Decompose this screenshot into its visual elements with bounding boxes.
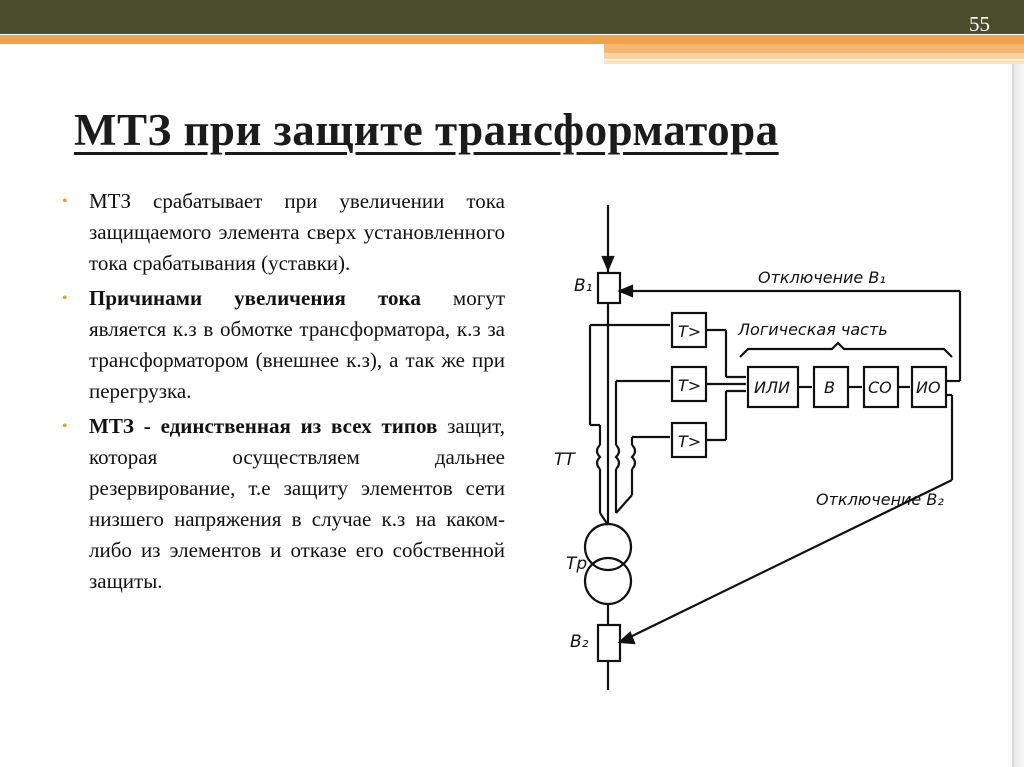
bullet-item: • МТЗ срабатывает при увеличении тока защ… xyxy=(60,186,505,279)
accent-stripe xyxy=(604,44,1024,53)
bullet-dot: • xyxy=(62,193,68,210)
bullet-item: • МТЗ - единственная из всех типов защит,… xyxy=(60,411,505,597)
breaker-1-label: B₁ xyxy=(574,276,592,296)
ct-coil xyxy=(595,444,602,470)
relay-3-label: Т> xyxy=(678,432,701,451)
block-so-label: СО xyxy=(868,378,892,397)
bullet-bold-text: Причинами увеличения тока xyxy=(89,286,421,310)
bullet-text: МТЗ срабатывает при увеличении тока защи… xyxy=(89,189,505,275)
arrow-trip-1 xyxy=(617,284,634,298)
slide-title: МТЗ при защите трансформатора xyxy=(74,105,779,155)
accent-stripe xyxy=(604,60,1024,64)
bullet-dot: • xyxy=(62,418,68,435)
relay-2-label: Т> xyxy=(678,376,701,395)
bullet-dot: • xyxy=(62,290,68,307)
transformer-winding xyxy=(583,556,633,606)
accent-stripe xyxy=(0,35,1024,44)
page-number: 55 xyxy=(969,12,990,36)
bullet-item: • Причинами увеличения тока могут являетс… xyxy=(60,283,505,407)
logic-brace xyxy=(739,341,953,358)
trip-1-label: Отключение B₁ xyxy=(758,268,886,287)
top-bar xyxy=(0,0,1024,34)
relay-1-label: Т> xyxy=(678,322,701,341)
bullet-bold-text: МТЗ - единственная из всех типов xyxy=(89,414,438,438)
right-border xyxy=(1012,64,1014,767)
bullet-list: • МТЗ срабатывает при увеличении тока защ… xyxy=(60,186,505,601)
trip-2-label: Отключение B₂ xyxy=(816,490,944,509)
arrow-down xyxy=(601,255,615,272)
accent-stripe xyxy=(604,53,1024,59)
block-io-label: ИО xyxy=(916,378,941,397)
breaker-1 xyxy=(596,271,622,305)
block-io xyxy=(910,365,948,409)
bullet-text: могут является к.з в обмотке трансформат… xyxy=(89,286,505,403)
breaker-2-label: B₂ xyxy=(570,632,589,652)
arrow-trip-2 xyxy=(617,631,636,645)
breaker-2 xyxy=(596,623,622,663)
ct-coil xyxy=(614,444,621,470)
protection-diagram: Отключение B₁ Отключение B₂ Логическая ч… xyxy=(554,205,962,690)
transformer-label: Тр xyxy=(566,554,587,574)
ct-label: ТТ xyxy=(554,450,576,470)
block-v-label: В xyxy=(824,378,835,397)
logic-part-label: Логическая часть xyxy=(737,320,888,339)
bullet-text: защит, которая осуществляем дальнее резе… xyxy=(89,414,506,593)
ct-coil xyxy=(630,444,637,470)
right-shade xyxy=(1014,64,1024,767)
block-or-label: ИЛИ xyxy=(754,378,790,397)
